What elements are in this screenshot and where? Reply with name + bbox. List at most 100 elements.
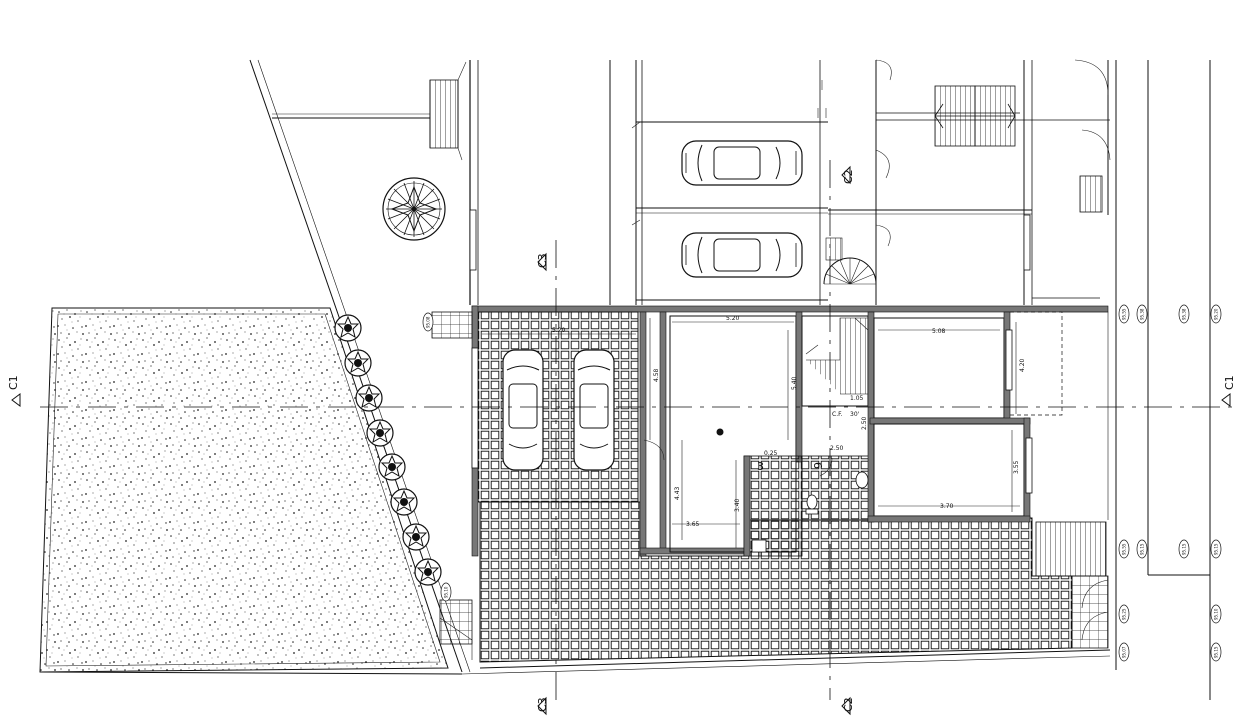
room-number-9: 9	[812, 462, 825, 469]
level-value: 95.25	[1122, 608, 1127, 620]
upper-building	[469, 59, 1211, 700]
tree-icon	[382, 177, 446, 241]
level-tag: 95.15	[1136, 539, 1148, 559]
garden-front-line	[39, 671, 463, 675]
level-tag: 95.07	[1118, 642, 1130, 662]
level-value: 95.20	[1214, 308, 1219, 320]
level-tag: 95.15	[1210, 642, 1222, 662]
dim-small-a: 1.05	[850, 395, 864, 402]
dim-main-width: 5.20	[726, 315, 740, 322]
section-label: C1	[1223, 375, 1236, 390]
level-tag: 95.15	[1178, 539, 1190, 559]
plant-icon	[366, 419, 394, 447]
level-value: 95.15	[1214, 646, 1219, 658]
level-value: 95.07	[1122, 646, 1127, 658]
wall	[639, 547, 747, 555]
upper-stair	[272, 61, 467, 161]
dim-garage-width: 5.20	[552, 327, 566, 334]
cf-label: C.F.	[832, 411, 843, 418]
section-marker-c1-left: C1	[7, 375, 21, 407]
level-tag: 95.10	[1210, 604, 1222, 624]
window	[1005, 329, 1013, 391]
dim-room-right-height: 4.20	[1019, 358, 1026, 372]
entry-steps	[1035, 521, 1107, 577]
front-boundary-inner	[461, 655, 1111, 675]
level-value: 95.55	[1122, 543, 1127, 555]
plant-icon	[344, 349, 372, 377]
level-tag: 95.38	[1136, 304, 1148, 324]
dim-small-d: 2.50	[861, 416, 868, 430]
level-tag: 95.55	[1118, 304, 1130, 324]
car-icon	[573, 349, 615, 471]
dim-room-lower-height: 3.55	[1013, 460, 1020, 474]
section-marker-c3-bottom: C3	[536, 696, 549, 716]
level-tag: 95.55	[1118, 539, 1130, 559]
level-tag: 95.10	[440, 582, 452, 602]
level-value: 95.38	[1140, 308, 1145, 320]
section-label: C1	[7, 375, 20, 390]
top-steps	[431, 311, 473, 339]
room-number-3: 3	[757, 460, 764, 473]
section-label: C3	[536, 697, 549, 712]
entry-landing	[1071, 575, 1109, 649]
section-label: C2	[842, 697, 855, 712]
level-tag: 95.25	[1118, 604, 1130, 624]
plant-icon	[414, 558, 442, 586]
level-tag: 95.20	[1210, 304, 1222, 324]
section-marker-c3-top: C3	[536, 252, 549, 272]
wall	[743, 455, 751, 557]
dim-main-side: 3.40	[734, 498, 741, 512]
dim-small-b: 0.25	[764, 450, 778, 457]
garden-inner-outline	[45, 313, 441, 667]
gravel-garden	[40, 308, 448, 672]
plant-icon	[378, 453, 406, 481]
plant-icon	[390, 488, 418, 516]
side-steps	[439, 599, 473, 645]
section-label: C3	[536, 253, 549, 268]
cf-value: 30'	[850, 411, 860, 418]
car-icon	[681, 140, 803, 186]
dim-stair-height: 5.40	[791, 376, 798, 390]
level-value: 95.38	[1182, 308, 1187, 320]
level-value: 95.08	[426, 316, 431, 328]
level-tag: 95.15	[1210, 539, 1222, 559]
dashed-outline	[1010, 311, 1063, 416]
plant-icon	[355, 384, 383, 412]
toilet-icon	[805, 494, 819, 515]
dim-main-bottom: 3.65	[686, 521, 700, 528]
center-point	[716, 428, 724, 436]
dim-garage-height: 4.58	[653, 368, 660, 382]
dim-room-right-top: 5.08	[932, 328, 946, 335]
sink-icon	[855, 471, 869, 489]
left-window	[471, 347, 479, 469]
car-icon	[502, 349, 544, 471]
section-marker-c1-right: C1	[1221, 375, 1236, 407]
dim-small-c: 2.50	[830, 445, 844, 452]
section-marker-c2-bottom: C2	[841, 696, 855, 716]
window	[1025, 437, 1033, 494]
level-tag: 95.38	[1178, 304, 1190, 324]
plant-icon	[334, 314, 362, 342]
internal-stair	[806, 317, 869, 395]
section-marker-c2-top: C2	[841, 165, 855, 185]
level-value: 95.15	[1140, 543, 1145, 555]
dim-main-height: 4.43	[674, 486, 681, 500]
level-tag: 95.08	[422, 312, 434, 332]
spiral-stair	[823, 237, 877, 285]
garden-outline	[39, 307, 449, 673]
level-value: 95.55	[1122, 308, 1127, 320]
level-value: 95.15	[1214, 543, 1219, 555]
plant-icon-row	[334, 314, 442, 586]
plant-icon	[402, 523, 430, 551]
courtyard-tiles	[480, 502, 1072, 662]
wall	[869, 417, 1031, 425]
level-value: 95.10	[1214, 608, 1219, 620]
door-swing	[819, 457, 833, 477]
level-value: 95.15	[1182, 543, 1187, 555]
front-boundary	[479, 649, 1111, 669]
top-wall	[471, 305, 1109, 313]
door-swing	[643, 439, 665, 461]
car-icon	[681, 232, 803, 278]
